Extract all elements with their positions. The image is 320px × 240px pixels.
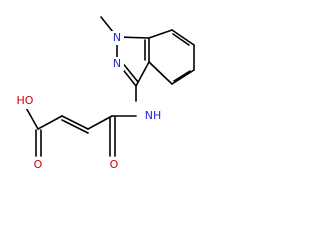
methyl-n-label: N (113, 31, 121, 44)
acid-oh-label-bg (13, 93, 37, 109)
ring-n-label-bg (110, 57, 124, 71)
acid-carbonyl-o-label: O (34, 158, 43, 171)
bond-alkene-c-acid-c (37, 115, 63, 130)
amide-carbonyl-o-label: O (110, 158, 119, 171)
bond-alkene-c-alkene-c (61, 115, 89, 130)
atom-background-layer (13, 31, 165, 173)
acid-oh-label: HO (17, 94, 34, 107)
methyl-n-label-bg (110, 31, 124, 45)
atom-label-layer: N N NH HO O O (17, 31, 162, 171)
bond-c7-c6 (171, 29, 195, 46)
amide-nh-label-bg (141, 108, 165, 124)
amide-nh-label: NH (145, 109, 162, 122)
amide-carbonyl-o-label-bg (107, 157, 121, 173)
bond-alkene-double (61, 119, 89, 134)
ring-n-label: N (113, 57, 121, 70)
bond-layer (23, 16, 195, 157)
bond-c7-c6-double (172, 33, 190, 46)
bond-c5-c4 (171, 69, 195, 85)
bond-c4-c3a (148, 61, 173, 85)
bond-c7a-c7 (148, 29, 173, 39)
molecule-structure: N N NH HO O O (13, 16, 195, 173)
acid-carbonyl-o-label-bg (31, 157, 45, 173)
bond-c5-c4-double (173, 70, 191, 82)
bond-amide-c-alkene-c (87, 115, 113, 130)
